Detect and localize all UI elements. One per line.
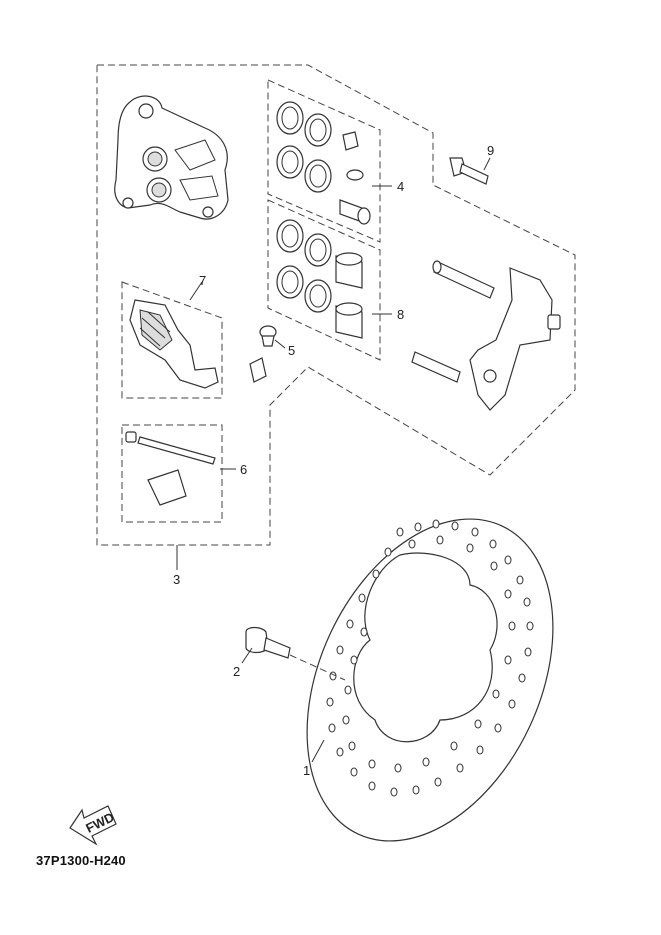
seal-kit-boundary — [267, 79, 381, 243]
leader-lines — [176, 157, 491, 763]
bleed-screw — [249, 325, 277, 383]
fwd-arrow-icon: FWD — [69, 805, 117, 846]
callout-1: 1 — [303, 763, 310, 778]
callout-8: 8 — [397, 307, 404, 322]
brake-pads — [129, 299, 219, 389]
brake-disc — [306, 518, 554, 842]
caliper-bracket — [411, 260, 561, 411]
piston-set — [276, 219, 363, 339]
caliper-body — [114, 95, 229, 220]
diagram-code: 37P1300-H240 — [36, 853, 126, 868]
bleed-screw-small-parts — [339, 131, 371, 225]
bracket-bolt — [449, 157, 489, 185]
callout-3: 3 — [173, 572, 180, 587]
callout-4: 4 — [397, 179, 404, 194]
pin-kit-boundary — [121, 424, 223, 523]
pad-pin-and-clip — [125, 431, 216, 506]
piston-kit-boundary — [267, 199, 381, 361]
callout-5: 5 — [288, 343, 295, 358]
callout-7: 7 — [199, 273, 206, 288]
callout-6: 6 — [240, 462, 247, 477]
disc-bolt — [245, 626, 291, 659]
pad-kit-boundary — [121, 281, 223, 399]
piston-seals — [276, 101, 332, 193]
callout-2: 2 — [233, 664, 240, 679]
callout-9: 9 — [487, 143, 494, 158]
